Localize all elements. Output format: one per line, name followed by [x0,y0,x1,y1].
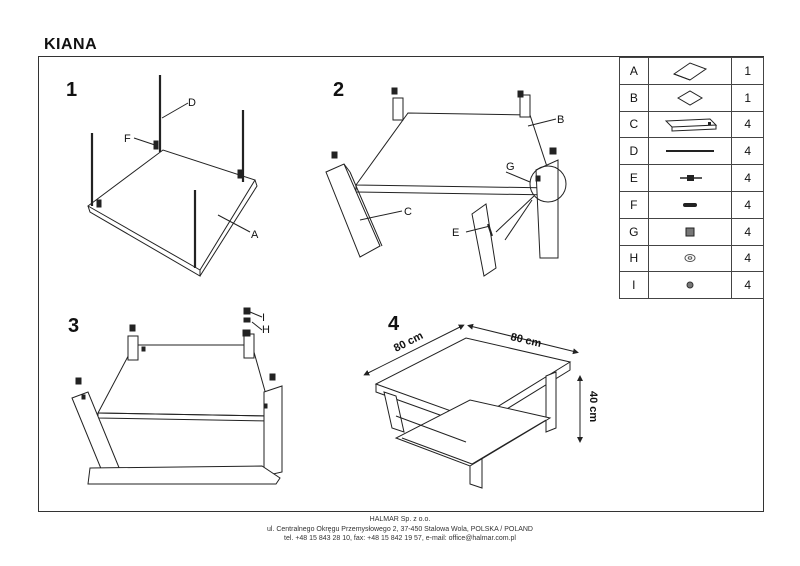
threaded-rod-icon [666,150,715,153]
dimension-height: 40 cm [587,391,599,422]
callout-a: A [251,229,259,241]
parts-row-i: I 4 [619,271,764,300]
footer-contact: tel. +48 15 843 28 10, fax: +48 15 842 1… [284,535,516,542]
callout-d: D [188,97,196,109]
callout-i: I [262,312,265,324]
parts-row-f: F 4 [619,190,764,219]
company-footer: HALMAR Sp. z o.o. ul. Centralnego Okręgu… [0,515,800,544]
dimension-depth: 80 cm [509,331,542,350]
step-2-illustration [325,87,567,277]
callout-c: C [404,206,412,218]
parts-row-h: H 4 [619,244,764,273]
step-number-2: 2 [333,79,344,101]
callout-g: G [506,161,515,173]
callout-f: F [124,133,131,145]
callout-e: E [452,227,459,239]
cap-nut-icon [686,281,694,289]
step-4-illustration [363,323,583,489]
step-number-1: 1 [66,79,77,101]
dowel-icon [683,202,698,207]
step-3-illustration [71,307,283,485]
footer-company: HALMAR Sp. z o.o. [369,516,431,523]
callout-h: H [262,324,270,336]
step-1-illustration [87,75,258,277]
parts-row-e: E 4 [619,164,764,192]
page-title: KIANA [44,36,98,53]
parts-row-a: A 1 [619,57,764,85]
footer-address: ul. Centralnego Okręgu Przemysłowego 2, … [266,525,533,533]
washer-icon [684,254,696,263]
callout-b: B [557,114,564,126]
step-number-4: 4 [388,313,400,335]
parts-row-d: D 4 [619,137,764,166]
step-number-3: 3 [68,315,79,337]
leg-icon [664,118,718,133]
instruction-frame [38,56,764,512]
parts-row-b: B 1 [619,83,764,112]
tabletop-icon [672,62,708,81]
parts-row-c: C 4 [619,110,764,139]
nut-icon [685,227,695,237]
parts-row-g: G 4 [619,217,764,246]
connector-bolt-icon [680,175,703,182]
shelf-panel-icon [677,90,704,106]
parts-list-table: A 1 B 1 C 4 D 4 E 4 F 4 G 4 H 4 I 4 [619,57,764,300]
